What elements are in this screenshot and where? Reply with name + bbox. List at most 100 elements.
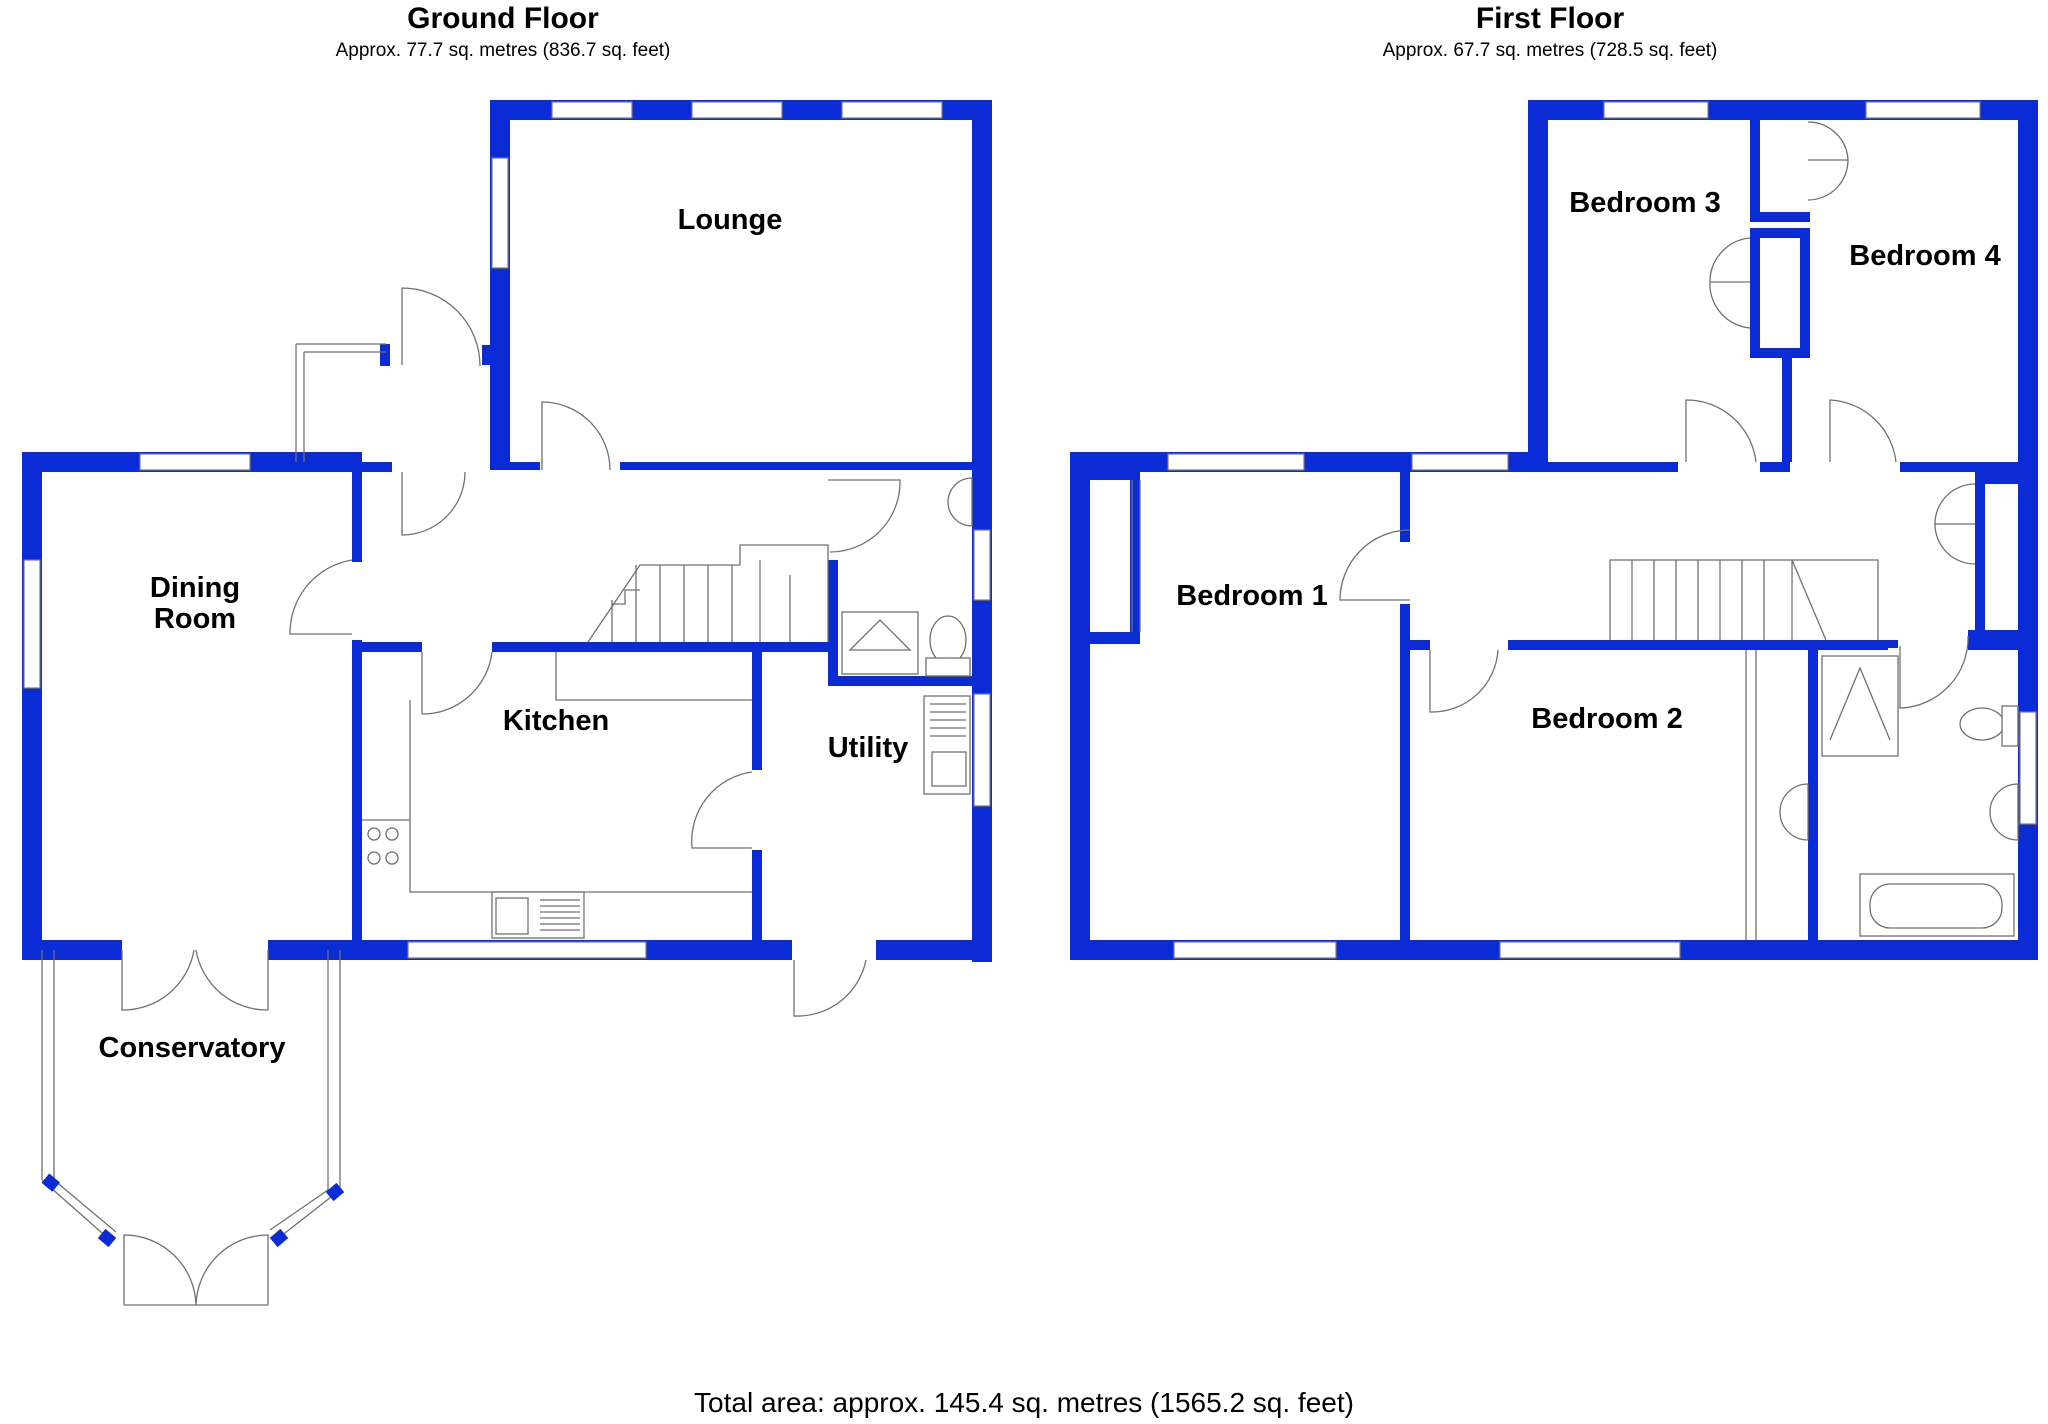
- first-floor-plan: [1070, 100, 2038, 960]
- wall: [2018, 100, 2038, 960]
- porch-bay-window: [295, 343, 386, 462]
- wall: [1808, 640, 1818, 950]
- wall: [352, 640, 362, 950]
- window: [1499, 941, 1681, 959]
- wall: [352, 642, 422, 652]
- wall: [1888, 640, 1898, 648]
- ground-floor-title: Ground Floor: [407, 2, 599, 35]
- wall: [1130, 470, 1140, 642]
- french-door: [123, 1234, 269, 1306]
- window: [1173, 941, 1337, 959]
- room-label-bedroom-1: Bedroom 1: [1176, 580, 1328, 612]
- utility-sink-icon: [923, 695, 971, 795]
- wall: [1400, 462, 1410, 542]
- wall: [1750, 348, 1810, 358]
- shower-tray-icon: [841, 611, 919, 675]
- room-label-bedroom-4: Bedroom 4: [1849, 240, 2001, 272]
- door-swing: [401, 471, 466, 536]
- wall: [482, 345, 502, 365]
- window: [1865, 101, 1981, 119]
- wall: [1088, 470, 1140, 480]
- door-swing: [1429, 649, 1499, 713]
- wall: [492, 642, 832, 652]
- wall: [268, 940, 362, 960]
- window: [407, 941, 647, 959]
- staircase: [587, 544, 829, 643]
- first-floor-area: Approx. 67.7 sq. metres (728.5 sq. feet): [1382, 40, 1718, 61]
- room-label-bedroom-2: Bedroom 2: [1531, 703, 1683, 735]
- wall: [490, 462, 540, 470]
- hob-icon: [367, 827, 399, 865]
- wall: [352, 462, 392, 472]
- wall: [1400, 640, 1430, 650]
- wall: [876, 940, 992, 960]
- wall: [22, 452, 42, 960]
- total-area: Total area: approx. 145.4 sq. metres (15…: [694, 1387, 1354, 1418]
- washbasin-icon: [1779, 783, 1809, 841]
- door-swing: [541, 401, 611, 471]
- cupboard-doors: [1807, 121, 1849, 201]
- room-label-utility: Utility: [827, 732, 909, 764]
- wall: [1800, 228, 1810, 356]
- door-swing: [691, 771, 753, 849]
- wall: [1400, 604, 1410, 950]
- door-swing: [828, 479, 901, 553]
- window: [691, 101, 783, 119]
- wall: [1088, 632, 1140, 644]
- wall: [752, 850, 762, 950]
- window: [139, 453, 251, 471]
- door-swing: [1685, 399, 1757, 463]
- door-swing: [793, 959, 867, 1017]
- wardrobe: [1131, 480, 1141, 632]
- window: [1411, 453, 1509, 471]
- window: [973, 529, 991, 601]
- door-swing: [1899, 635, 1969, 709]
- wall: [1975, 470, 1985, 650]
- room-label-kitchen: Kitchen: [502, 705, 610, 737]
- wall: [1508, 640, 1888, 650]
- wall: [269, 1228, 289, 1248]
- wall: [22, 940, 122, 960]
- french-door: [121, 949, 269, 1011]
- first-floor-title: First Floor: [1475, 2, 1625, 35]
- wall: [1750, 228, 1810, 238]
- wall: [1548, 462, 1678, 472]
- window: [23, 559, 41, 689]
- room-label-bedroom-3: Bedroom 3: [1569, 187, 1721, 219]
- window: [1603, 101, 1709, 119]
- wall: [1760, 462, 1790, 472]
- wall: [41, 1173, 60, 1192]
- room-label-dining-room: Dining Room: [115, 573, 275, 635]
- toilet-icon: [1959, 705, 2019, 747]
- cupboard-doors: [1934, 483, 1976, 565]
- door-swing: [1339, 529, 1411, 601]
- kitchen-counter: [362, 652, 752, 893]
- wall: [1750, 212, 1810, 222]
- window: [2019, 711, 2037, 825]
- wall: [1900, 462, 2020, 472]
- window: [973, 693, 991, 807]
- ground-floor-area: Approx. 77.7 sq. metres (836.7 sq. feet): [335, 40, 671, 61]
- cupboard: [1745, 650, 1757, 940]
- wall: [1750, 228, 1760, 356]
- wall: [97, 1228, 117, 1248]
- room-label-lounge: Lounge: [677, 204, 783, 236]
- wall: [752, 642, 762, 770]
- window: [1167, 453, 1305, 471]
- toilet-icon: [925, 615, 971, 677]
- wall: [1528, 100, 1548, 470]
- shower-tray-icon: [1821, 655, 1899, 757]
- door-swing: [1829, 399, 1897, 463]
- door-swing: [289, 559, 353, 635]
- wall: [620, 462, 972, 470]
- door-swing: [421, 651, 493, 715]
- conservatory-frame: [41, 950, 341, 1306]
- wall: [1070, 452, 1090, 960]
- wall: [352, 452, 362, 562]
- washbasin-icon: [947, 477, 973, 527]
- wall: [1782, 356, 1792, 462]
- room-label-dining-line2: Room: [153, 603, 237, 635]
- cupboard-doors: [1709, 237, 1751, 329]
- staircase: [1609, 559, 1879, 641]
